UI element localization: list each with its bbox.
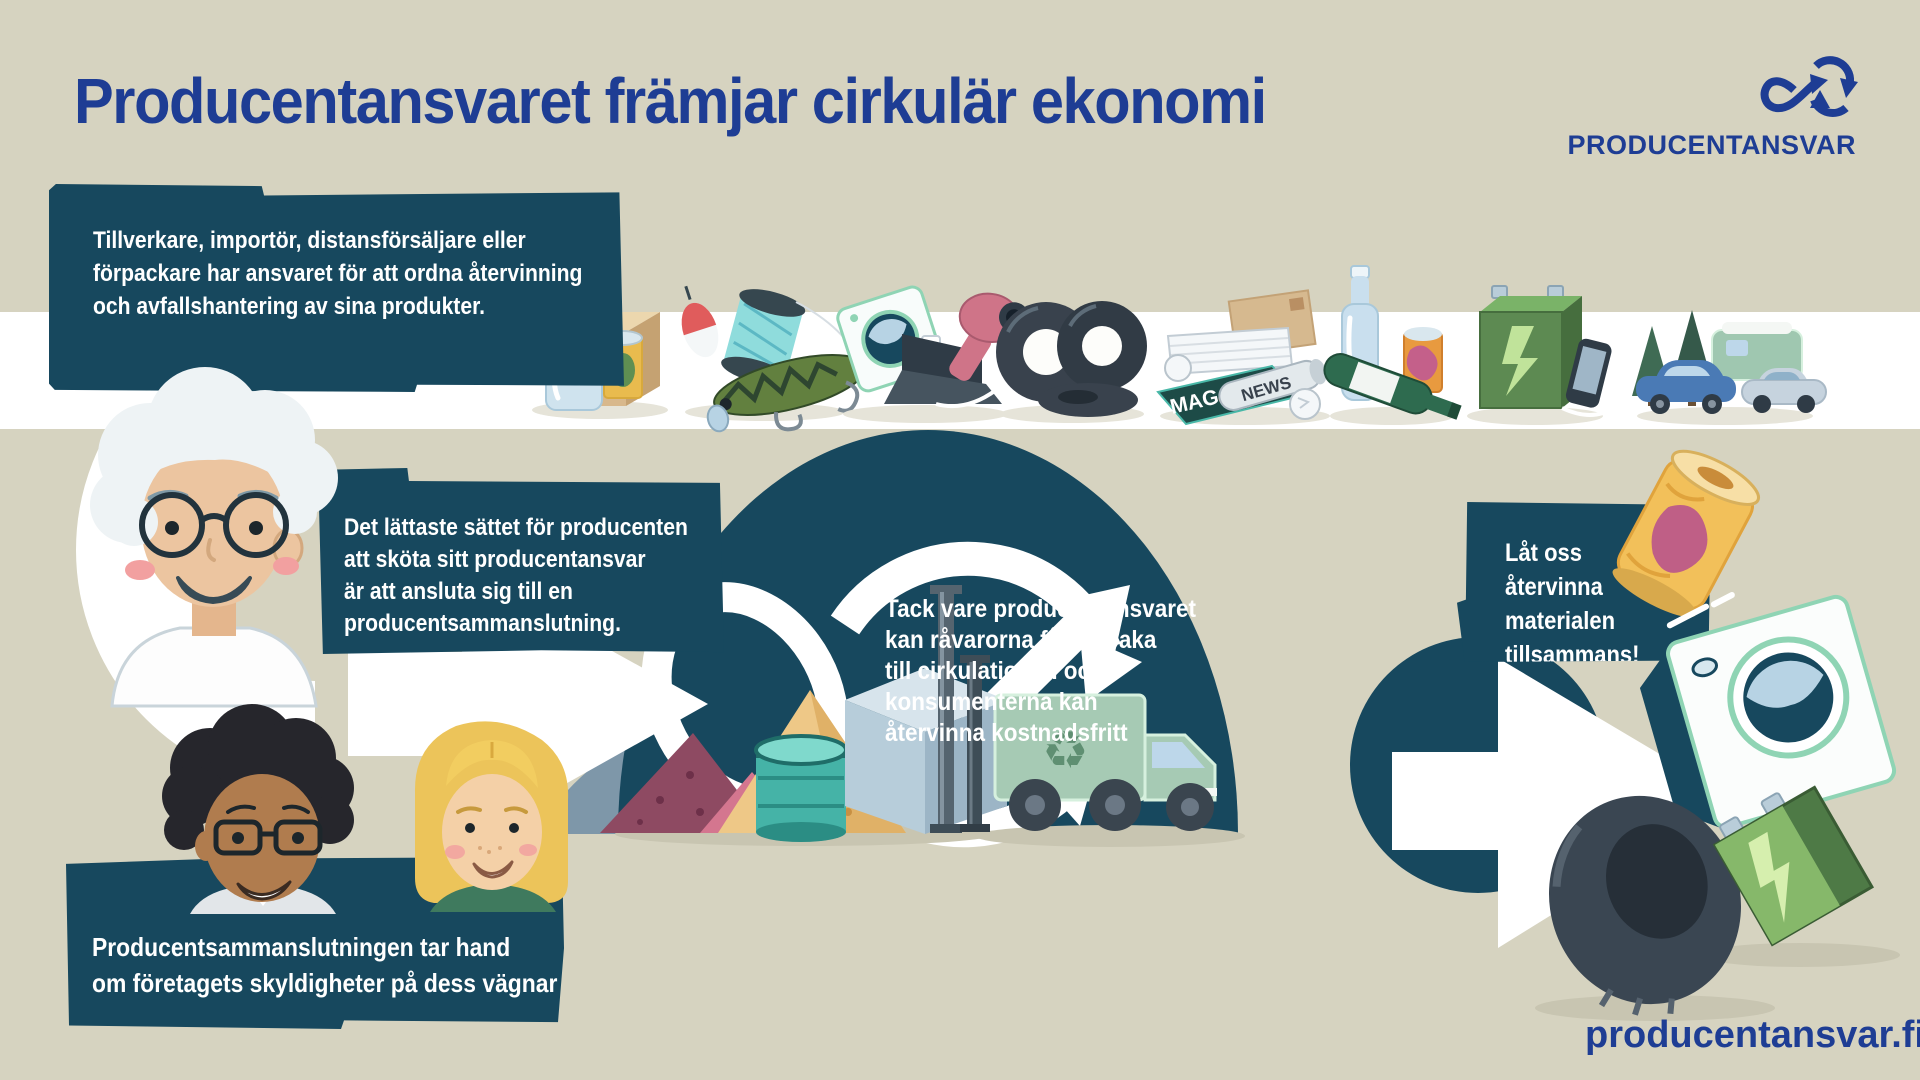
phone [1565, 338, 1612, 408]
callout-line: och avfallshantering av sina produkter. [93, 293, 486, 320]
callout-line: Tillverkare, importör, distansförsäljare… [93, 227, 526, 254]
newspaper-roll: NEWS [1218, 358, 1327, 411]
barrel [754, 734, 848, 842]
callout-producers: Tillverkare, importör, distansförsäljare… [49, 184, 624, 392]
callout-line: konsumenterna kan [885, 688, 1098, 716]
callout-circulation: Tack vare producentansvaret kan råvarorn… [885, 594, 1231, 749]
battery-illustration [1712, 785, 1875, 947]
callout-line: Tack vare producentansvaret [885, 595, 1196, 623]
slate-accent-circle [535, 715, 945, 834]
recycling-loop-icon [1760, 56, 1858, 118]
product-glass-and-cans [1323, 265, 1462, 425]
callout-line: Låt oss [1505, 539, 1583, 567]
conveyor-loop [76, 311, 317, 789]
fishing-bobber [681, 285, 719, 358]
callout-line: är att ansluta sig till en [344, 578, 573, 605]
hair-dryer [949, 292, 1030, 381]
callout-line: Det lättaste sättet för producenten [344, 514, 688, 541]
callout-line: återvinna [1505, 573, 1603, 601]
page-title: Producentansvaret främjar cirkulär ekono… [74, 65, 1267, 137]
washing-machine-small [836, 285, 945, 393]
product-paper: MAG NEWS [1156, 289, 1330, 426]
product-fishing-gear [681, 285, 867, 433]
raw-material-piles [600, 690, 906, 833]
product-car-tires [996, 301, 1147, 423]
callout-line: producentsammanslutning. [344, 610, 621, 637]
wine-bottle [1323, 353, 1462, 420]
elderly-woman-illustration [90, 367, 338, 708]
callout-organisation: Producentsammanslutningen tar hand om fö… [66, 857, 564, 1029]
newspaper-label: NEWS [1239, 373, 1293, 405]
callout-line: tillsammans! [1505, 641, 1640, 669]
brand-wordmark: PRODUCENTANSVAR [1567, 130, 1856, 160]
callout-line: kan råvarorna fås tillbaka [885, 626, 1157, 654]
website-link[interactable]: producentansvar.fi [1585, 1014, 1920, 1056]
round-glasses-icon [139, 492, 289, 558]
callout-line: återvinna kostnadsfritt [885, 719, 1128, 747]
callout-easiest-way: Det lättaste sättet för producenten att … [318, 468, 724, 654]
callout-line: till cirkulationen och [885, 657, 1104, 685]
product-batteries [1467, 285, 1616, 425]
callout-line: Producentsammanslutningen tar hand [92, 932, 511, 962]
callout-line: materialen [1505, 607, 1616, 635]
callout-line: om företagets skyldigheter på dess vägna… [92, 968, 558, 998]
callout-together: Låt oss återvinna materialen tillsammans… [1457, 502, 1711, 662]
product-vehicles [1632, 310, 1827, 425]
fishing-lure [706, 354, 867, 433]
tire-illustration [1549, 795, 1741, 1016]
flow-arrow-right [1392, 658, 1737, 948]
magazine-label: MAG [1168, 385, 1221, 418]
callout-line: förpackare har ansvaret för att ordna åt… [93, 260, 583, 287]
rectangular-glasses-icon [213, 819, 323, 856]
callout-line: att sköta sitt producentansvar [344, 546, 646, 573]
product-electronics [836, 285, 1030, 423]
echo-circle [1350, 637, 1606, 893]
